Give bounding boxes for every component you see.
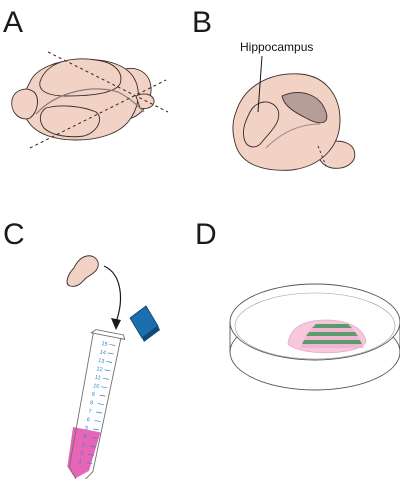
panel-a-label: A: [3, 6, 23, 39]
hippocampus-annotation: Hippocampus: [240, 40, 313, 54]
transfer-arrow-head: [111, 318, 121, 330]
slice-stripe-1: [312, 324, 352, 328]
half-brain: [232, 73, 356, 171]
tube-tick-label: 15: [101, 341, 108, 348]
hippocampus-leader-line: [257, 55, 263, 113]
brain-lower-lobe: [39, 105, 100, 138]
tube-tick-label: 8: [89, 400, 93, 406]
tube-tick-mark: [89, 445, 96, 448]
tube-tick-label: 7: [88, 408, 92, 414]
half-brain-cut-line: [317, 145, 327, 167]
tube-tick-label: 5: [84, 425, 88, 431]
brain-midline: [35, 88, 145, 115]
tube-tick-label: 9: [91, 392, 95, 398]
culture-dish: [229, 283, 400, 391]
panel-b: B Hippocampus: [192, 6, 356, 171]
tube-tick-label: 2: [80, 451, 84, 457]
panel-d-label: D: [195, 218, 217, 251]
tube-rim: [91, 332, 125, 340]
blade-side: [142, 326, 160, 342]
tube-tick-mark: [97, 403, 104, 406]
brain-stem: [135, 93, 155, 109]
slice-stripe-2: [309, 328, 355, 332]
tube-tick-mark: [102, 377, 109, 380]
tube-tick-mark: [106, 360, 113, 363]
dish-rim-inner: [234, 292, 396, 360]
slice-stripe-5: [302, 340, 362, 344]
tube-tick-mark: [107, 352, 114, 355]
brain-upper-lobe: [39, 58, 122, 97]
hippocampus-piece: [66, 255, 99, 287]
tube-tick-label: 4: [83, 434, 87, 440]
panel-b-label: B: [192, 6, 212, 39]
tube-tick-label: 11: [94, 375, 101, 382]
tube-tick-label: 1: [78, 459, 82, 465]
hippocampal-slices: [300, 324, 364, 348]
tube-media: [67, 427, 101, 479]
tube-tick-mark: [88, 453, 95, 456]
tube-tick-label: 14: [99, 349, 106, 356]
tube-tick-mark: [101, 386, 108, 389]
blade-block: [129, 305, 160, 342]
tube-tick-mark: [109, 344, 116, 346]
tube-tick-label: 13: [98, 358, 105, 365]
tube-tick-mark: [91, 436, 98, 439]
brain-olfactory-bulb: [11, 88, 38, 120]
panel-d: D: [195, 218, 400, 391]
transfer-arrow: [103, 265, 122, 323]
tube-tick-label: 10: [93, 383, 100, 390]
tube-tick-mark: [99, 394, 106, 397]
tube-tick-label: 6: [86, 417, 90, 423]
slice-stripe-3: [306, 332, 358, 336]
tube-tick-mark: [94, 420, 101, 422]
tube-tick-mark: [92, 428, 100, 431]
tube-tick-label: 12: [96, 366, 103, 373]
tube-tick-mark: [96, 411, 103, 414]
tube-tick-label: 3: [81, 442, 85, 448]
slice-stripe-4: [304, 336, 360, 340]
tube-tick-mark: [104, 369, 111, 372]
cut-line-1: [47, 51, 169, 113]
panel-a: A: [3, 6, 169, 149]
whole-brain: [11, 58, 155, 141]
slice-stripe-6: [300, 344, 364, 348]
cut-line-2: [29, 79, 167, 149]
panel-c-label: C: [3, 218, 25, 251]
half-brain-inner-contour: [265, 123, 321, 149]
hippocampus-shape: [243, 101, 280, 148]
half-brain-cavity: [281, 92, 328, 124]
tube-tick-mark: [86, 462, 93, 465]
